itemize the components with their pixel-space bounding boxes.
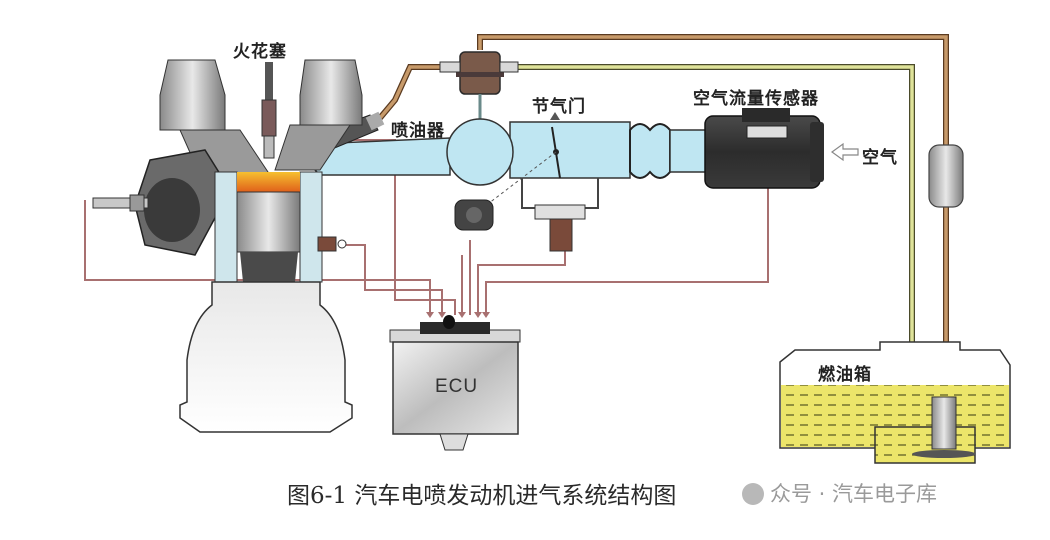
label-air: 空气 [862, 148, 898, 168]
combustion-chamber [237, 172, 300, 192]
coolant-temperature-sensor [317, 236, 347, 252]
fuel-return-line [500, 64, 915, 440]
exhaust-port [134, 149, 231, 256]
air-inlet-arrow-icon [830, 142, 859, 162]
connecting-rod [240, 252, 298, 282]
crankcase [179, 281, 353, 433]
wire-air-flow-sensor [485, 185, 769, 315]
cylinder-head [159, 59, 363, 176]
label-spark-plug: 火花塞 [233, 42, 287, 62]
idle-air-control-valve [534, 204, 586, 252]
throttle-cable-pulley [550, 112, 560, 120]
fuel-tank [779, 341, 1011, 464]
label-air-flow-sensor: 空气流量传感器 [693, 89, 819, 109]
ecu-unit [389, 315, 521, 451]
wire-idle-valve [477, 250, 566, 315]
figure-caption: 图6-1 汽车电喷发动机进气系统结构图 [287, 483, 677, 509]
cylinder-block [214, 171, 323, 283]
label-ecu: ECU [435, 376, 479, 397]
label-injector: 喷油器 [391, 121, 445, 141]
wechat-logo-icon [742, 483, 764, 505]
throttle-position-sensor [454, 199, 494, 231]
watermark: 众号 · 汽车电子库 [742, 478, 937, 508]
idle-air-bypass [521, 178, 599, 209]
fuel-pressure-regulator [439, 51, 519, 125]
fuel-pump [931, 396, 957, 450]
wire-coolant-sensor [340, 244, 443, 315]
watermark-text: 众号 · 汽车电子库 [770, 482, 938, 506]
label-fuel-tank: 燃油箱 [818, 365, 872, 385]
piston [236, 191, 301, 253]
air-flow-sensor-body [704, 108, 824, 189]
label-throttle: 节气门 [532, 97, 586, 117]
fuel-supply-line [377, 34, 949, 400]
wire-injector [330, 139, 456, 315]
ecu-input-arrows [426, 312, 490, 318]
plenum-chamber [446, 118, 514, 186]
spark-plug [261, 62, 277, 159]
oxygen-sensor [92, 194, 149, 212]
fuel-filter [928, 144, 964, 208]
